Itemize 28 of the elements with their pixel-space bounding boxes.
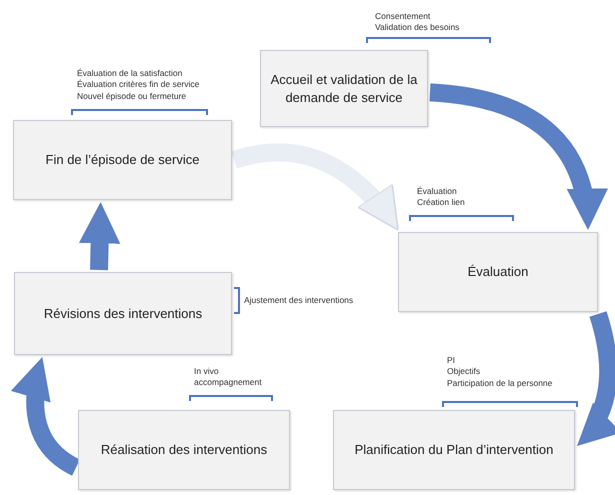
block-arrow	[78, 202, 120, 270]
process-box	[14, 272, 232, 355]
block-arrow	[429, 83, 606, 231]
process-box	[13, 120, 232, 200]
box-label: Évaluation	[468, 263, 528, 281]
annotation-text: Participation de la personne	[447, 378, 552, 390]
box-label: Fin de l’épisode de service	[46, 151, 200, 169]
box-label: Réalisation des interventions	[100, 441, 268, 459]
process-box	[260, 50, 428, 127]
box-label: Révisions des interventions	[44, 304, 202, 322]
annotation-text: Nouvel épisode ou fermeture	[77, 90, 188, 102]
annotation-text: Évaluation critères fin de service	[77, 79, 200, 91]
process-box	[78, 410, 290, 490]
annotation-text: Objectifs	[447, 366, 482, 378]
process-box	[333, 410, 575, 490]
box-label: Accueil et validation de la demande de service	[270, 70, 418, 106]
annotation-text: In vivo	[194, 366, 220, 378]
annotation-text: Consentement	[375, 11, 432, 22]
annotation-text: Ajustement des interventions	[244, 295, 354, 306]
process-box	[398, 232, 598, 312]
annotation-text: Évaluation de la satisfaction	[77, 68, 184, 80]
annotation-text: Validation des besoins	[375, 22, 460, 34]
box-label: Planification du Plan d’intervention	[354, 441, 554, 459]
annotation-text: Création lien	[417, 197, 465, 209]
annotation-text: PI	[447, 355, 456, 366]
annotation-text: Évaluation	[417, 186, 458, 198]
annotation-text: accompagnement	[194, 377, 262, 389]
block-arrow	[12, 354, 80, 476]
